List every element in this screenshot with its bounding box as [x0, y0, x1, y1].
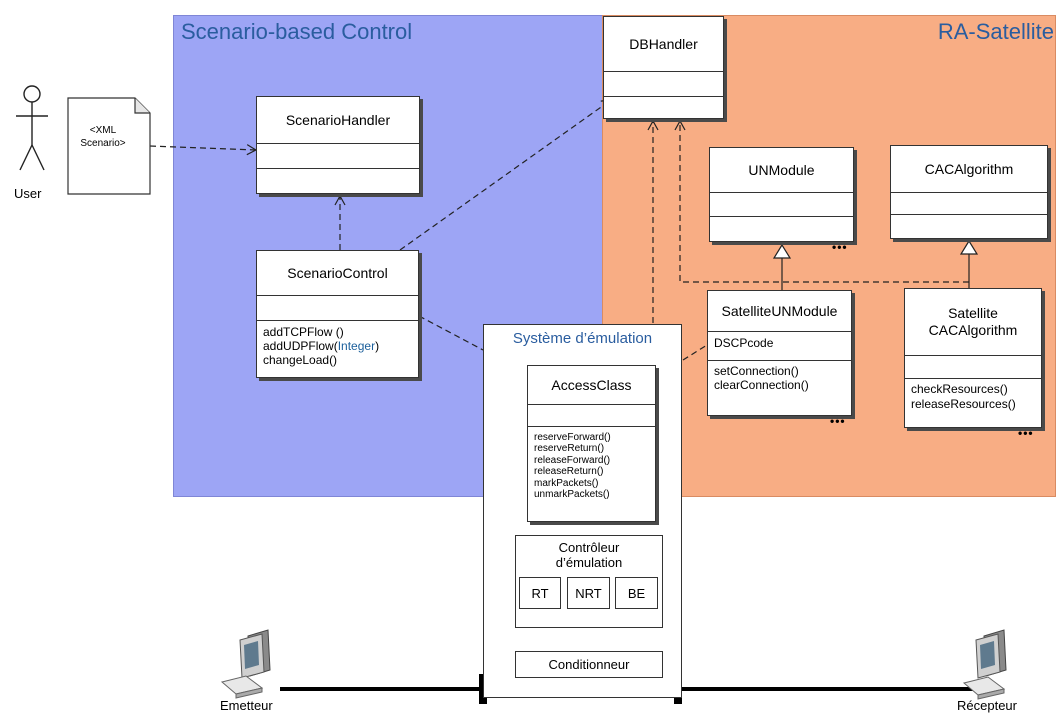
- scenario-control-class[interactable]: ScenarioControl addTCPFlow () addUDPFlow…: [256, 250, 419, 378]
- emulation-system-title: Système d’émulation: [512, 330, 653, 347]
- op-add-udp-flow-prefix: addUDPFlow(: [263, 339, 338, 353]
- op-add-udp-flow: addUDPFlow(Integer): [263, 339, 412, 353]
- control-to-emulation-line: [418, 315, 484, 351]
- satellite-cac-name: Satellite CACAlgorithm: [905, 289, 1041, 356]
- dbhandler-class[interactable]: DBHandler: [603, 16, 724, 119]
- op-release-return: releaseReturn(): [534, 466, 604, 478]
- controller-title-line1: Contrôleur: [558, 540, 620, 555]
- op-change-load: changeLoad(): [263, 353, 338, 367]
- control-to-db-line: [399, 99, 613, 251]
- op-release-forward: releaseForward(): [534, 454, 611, 466]
- op-unmark-packets: unmarkPackets(): [534, 489, 610, 501]
- xml-to-handler-line: [149, 144, 258, 156]
- user-label: User: [14, 186, 42, 201]
- scenario-control-title: Scenario-based Control: [181, 19, 413, 44]
- un-inheritance-arrow: [772, 243, 792, 259]
- scenario-control-attributes: [257, 296, 418, 321]
- scenario-handler-attributes: [257, 144, 419, 169]
- op-release-resources: releaseResources(): [911, 397, 1016, 411]
- op-integer-type: Integer: [337, 339, 376, 353]
- dbhandler-attributes: [604, 72, 723, 97]
- unmodule-attributes: [710, 193, 853, 217]
- queue-rt[interactable]: RT: [519, 577, 561, 609]
- satellite-cac-attributes: [905, 356, 1041, 379]
- satellite-unmodule-class[interactable]: SatelliteUNModule DSCPcode setConnection…: [707, 290, 852, 416]
- op-reserve-forward: reserveForward(): [534, 432, 611, 443]
- queue-be[interactable]: BE: [615, 577, 658, 609]
- op-set-connection: setConnection(): [714, 364, 799, 378]
- scenario-handler-class[interactable]: ScenarioHandler: [256, 96, 420, 194]
- unmodule-ellipsis: •••: [832, 240, 848, 254]
- xml-doc-line1: <XML: [89, 125, 117, 136]
- dbhandler-name: DBHandler: [604, 17, 723, 72]
- emitter-computer-icon: [220, 629, 271, 699]
- receiver-computer-icon: [962, 629, 1007, 700]
- unmodule-name: UNModule: [710, 148, 853, 193]
- emulation-controller-title: Contrôleur d’émulation: [515, 540, 663, 570]
- op-reserve-return: reserveReturn(): [534, 443, 605, 455]
- unmodule-class[interactable]: UNModule: [709, 147, 854, 242]
- emitter-label: Emetteur: [220, 698, 273, 713]
- queue-nrt[interactable]: NRT: [567, 577, 610, 609]
- cacalgorithm-class[interactable]: CACAlgorithm: [890, 145, 1048, 239]
- satellite-cacalgorithm-class[interactable]: Satellite CACAlgorithm checkResources() …: [904, 288, 1042, 428]
- receiver-label: Récepteur: [957, 698, 1017, 713]
- xml-document-text: <XML Scenario>: [70, 124, 136, 150]
- conditioner-box[interactable]: Conditionneur: [515, 651, 663, 678]
- satellite-unmodule-name: SatelliteUNModule: [708, 291, 851, 332]
- satellite-cac-name-line1: Satellite: [948, 305, 998, 321]
- op-add-tcp-flow: addTCPFlow (): [263, 325, 344, 339]
- satellite-cac-operations: checkResources() releaseResources(): [905, 379, 1041, 427]
- access-class-operations: reserveForward() reserveReturn() release…: [528, 427, 655, 521]
- cacalgorithm-attributes: [891, 193, 1047, 215]
- xml-doc-line2: Scenario>: [80, 138, 126, 149]
- cacalgorithm-name: CACAlgorithm: [891, 146, 1047, 193]
- scenario-handler-name: ScenarioHandler: [257, 97, 419, 144]
- access-class-attributes: [528, 405, 655, 427]
- satellite-unmodule-operations: setConnection() clearConnection(): [708, 361, 851, 415]
- emulation-to-satellite-line: [682, 344, 708, 361]
- dbhandler-operations: [604, 97, 723, 118]
- op-check-resources: checkResources(): [911, 382, 1008, 396]
- user-actor-icon: [16, 85, 48, 171]
- xml-document-icon: [67, 97, 151, 195]
- controller-title-line2: d’émulation: [555, 555, 623, 570]
- access-class-name: AccessClass: [528, 366, 655, 405]
- cac-inheritance-arrow: [959, 239, 979, 255]
- op-mark-packets: markPackets(): [534, 477, 599, 489]
- op-clear-connection: clearConnection(): [714, 378, 809, 392]
- scenario-control-name: ScenarioControl: [257, 251, 418, 296]
- scenario-control-operations: addTCPFlow () addUDPFlow(Integer) change…: [257, 321, 418, 377]
- satellite-cac-ellipsis: •••: [1018, 426, 1034, 440]
- ra-satellite-title: RA-Satellite: [937, 19, 1054, 44]
- op-add-udp-flow-suffix: ): [375, 339, 380, 353]
- satellite-cac-name-line2: CACAlgorithm: [928, 322, 1018, 338]
- satellite-unmodule-attribute: DSCPcode: [708, 332, 851, 361]
- scenario-handler-operations: [257, 169, 419, 193]
- cacalgorithm-operations: [891, 215, 1047, 238]
- access-class[interactable]: AccessClass reserveForward() reserveRetu…: [527, 365, 656, 522]
- unmodule-operations: [710, 217, 853, 241]
- satellite-unmodule-ellipsis: •••: [830, 414, 846, 428]
